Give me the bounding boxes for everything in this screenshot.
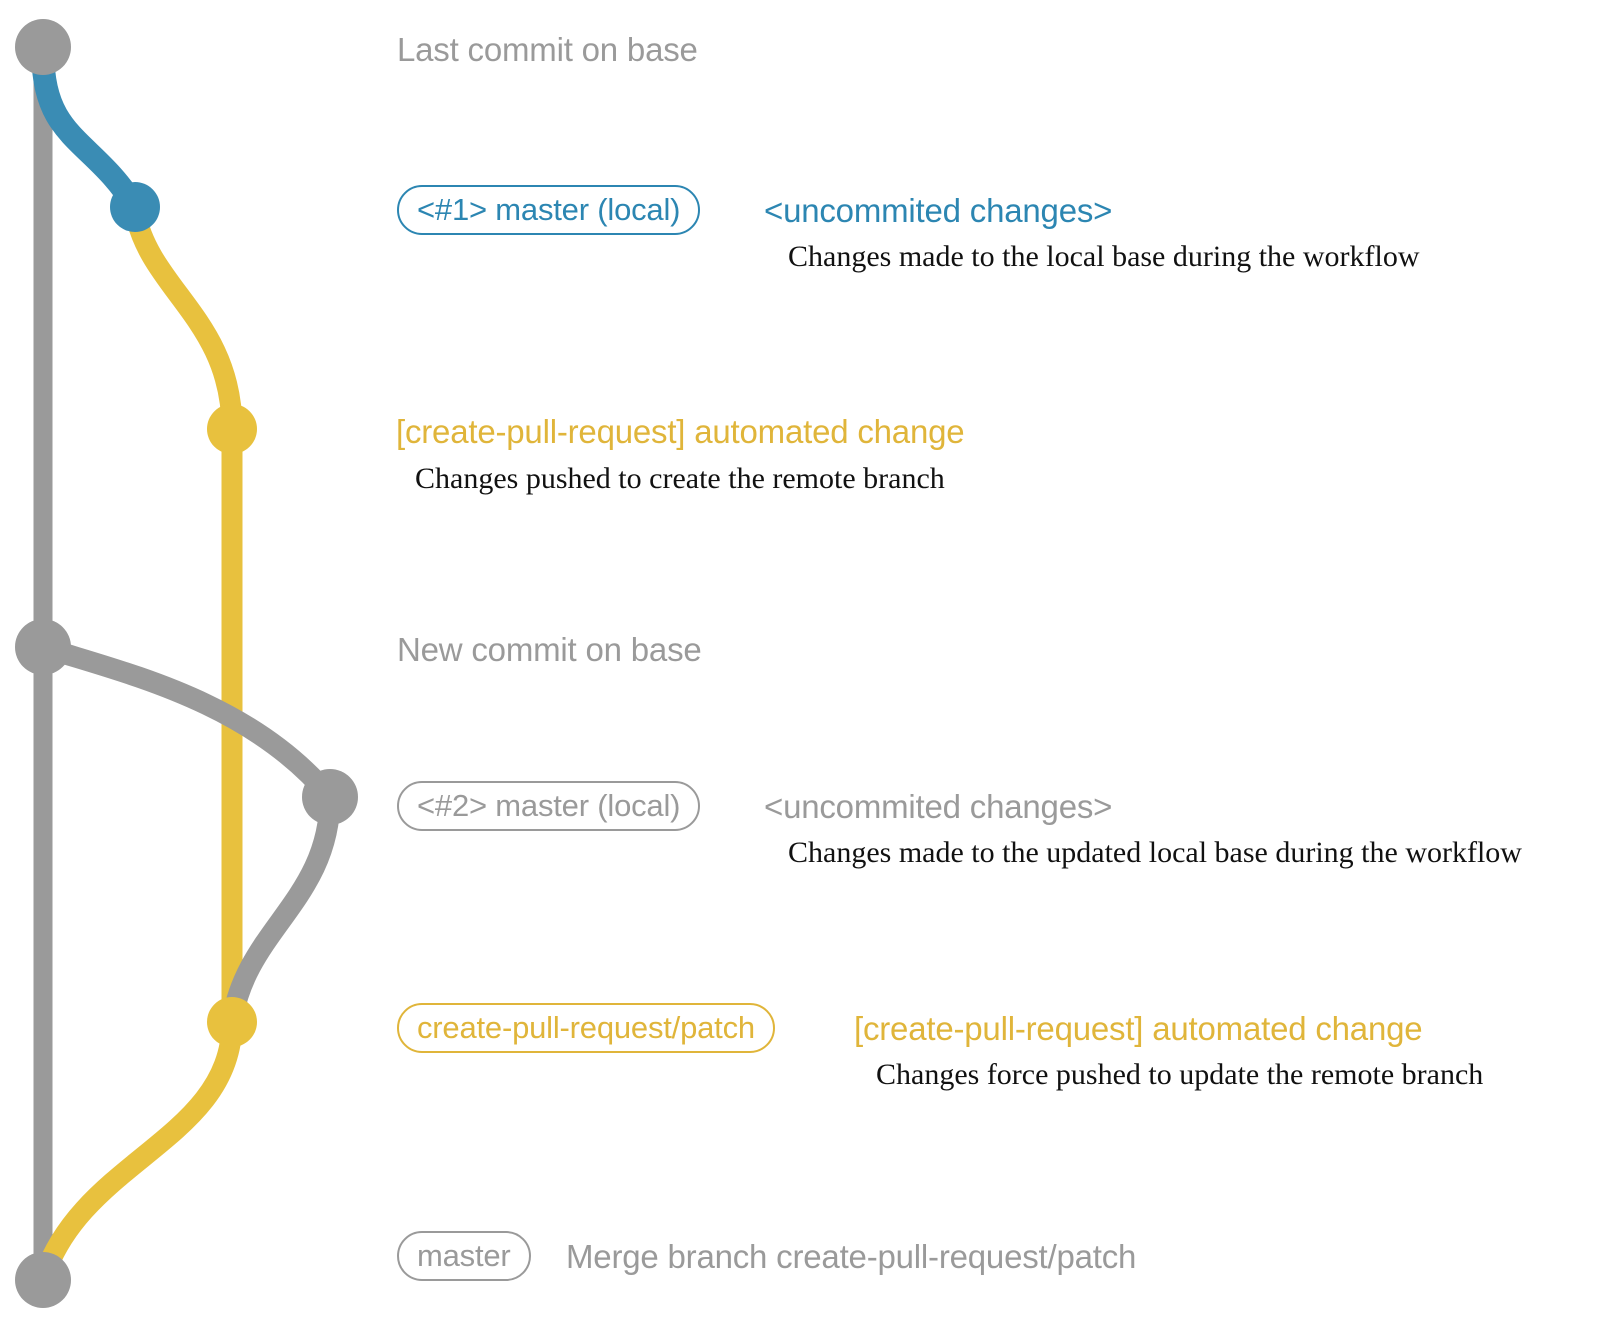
node-base-new-commit[interactable] — [15, 619, 71, 675]
note-force-pushed-update-branch: Changes force pushed to update the remot… — [876, 1058, 1484, 1091]
node-patch-commit-1[interactable] — [207, 404, 257, 454]
note-pushed-create-branch: Changes pushed to create the remote bran… — [415, 462, 945, 495]
local-2-to-patch-line — [221, 786, 341, 1033]
node-patch-commit-2[interactable] — [207, 997, 257, 1047]
badge-master-local-1[interactable]: <#1> master (local) — [397, 185, 701, 235]
node-local-commit-2[interactable] — [302, 769, 358, 825]
branch-graph-svg — [15, 19, 358, 1308]
patch-branch-line — [124, 201, 243, 1033]
node-base-merge-commit[interactable] — [15, 1252, 71, 1308]
headline-uncommited-changes-1: <uncommited changes> — [764, 192, 1113, 229]
headline-last-commit-on-base: Last commit on base — [397, 31, 698, 68]
node-local-commit-1[interactable] — [110, 182, 160, 232]
node-base-last-commit[interactable] — [15, 19, 71, 75]
headline-automated-change-1: [create-pull-request] automated change — [396, 413, 965, 450]
local-branch-1-line — [31, 43, 147, 219]
headline-uncommited-changes-2: <uncommited changes> — [764, 788, 1113, 825]
note-local-changes-1: Changes made to the local base during th… — [788, 240, 1420, 273]
badge-master-local-2[interactable]: <#2> master (local) — [397, 781, 701, 831]
badge-create-pull-request-patch[interactable]: create-pull-request/patch — [397, 1003, 775, 1053]
headline-automated-change-2: [create-pull-request] automated change — [854, 1010, 1423, 1047]
badge-master[interactable]: master — [397, 1231, 531, 1281]
note-local-changes-2: Changes made to the updated local base d… — [788, 836, 1522, 869]
headline-merge-branch: Merge branch create-pull-request/patch — [566, 1238, 1137, 1275]
patch-merge-line — [32, 1011, 243, 1291]
local-branch-2-line — [32, 636, 341, 808]
headline-new-commit-on-base: New commit on base — [397, 631, 702, 668]
